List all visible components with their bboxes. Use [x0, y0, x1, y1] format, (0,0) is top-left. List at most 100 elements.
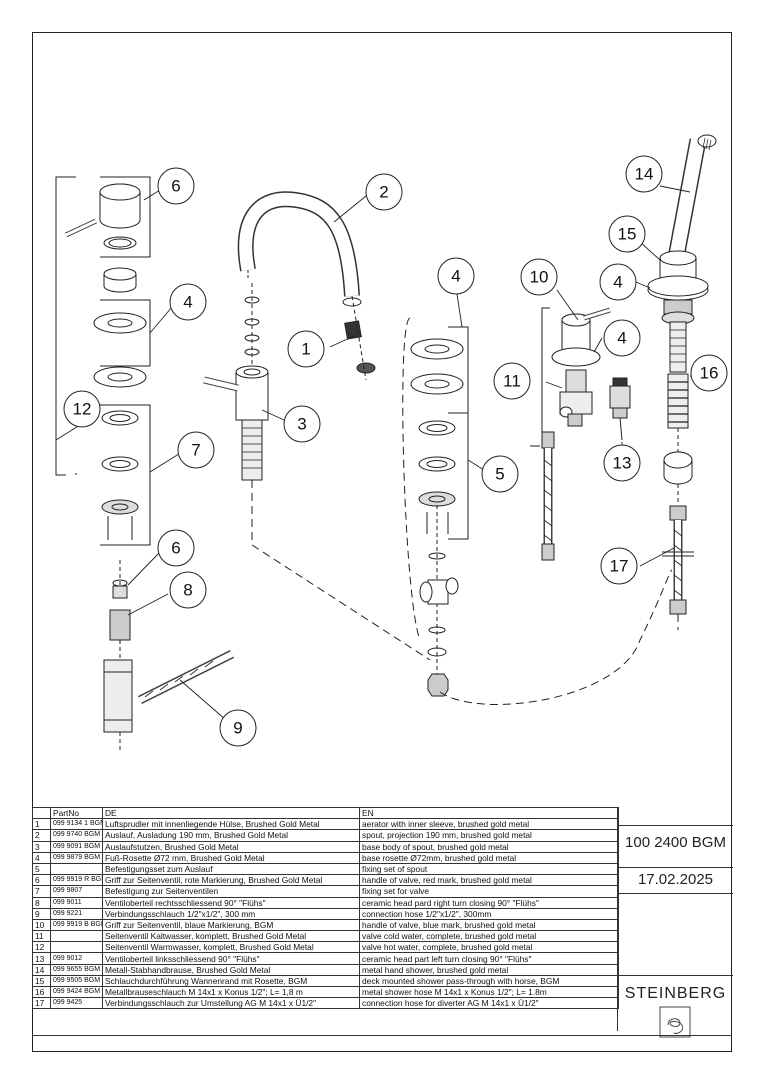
- row-en: fixing set for valve: [359, 885, 619, 898]
- row-index: 16: [32, 985, 51, 999]
- row-en: handle of valve, red mark, brushed gold …: [359, 874, 619, 887]
- row-partno: 099 9091 BGM: [50, 840, 103, 853]
- leader-lines: [55, 185, 703, 721]
- row-partno: 099 9655 BGM: [50, 963, 103, 976]
- row-index: 4: [32, 851, 51, 864]
- callout-8: 8: [183, 581, 192, 600]
- row-index: 1: [32, 818, 51, 831]
- row-partno: 099 9425: [50, 997, 103, 1010]
- row-index: 14: [32, 963, 51, 976]
- row-en: valve cold water, complete, brushed gold…: [359, 930, 619, 943]
- row-de: Fuß-Rosette Ø72 mm, Brushed Gold Metal: [102, 851, 360, 864]
- row-index: 9: [32, 907, 51, 920]
- callout-5: 5: [495, 465, 504, 484]
- callout-6-left: 6: [171, 177, 180, 196]
- callout-16: 16: [700, 364, 719, 383]
- callout-6-lower: 6: [171, 539, 180, 558]
- row-partno: [50, 941, 103, 954]
- center-base-assembly: [402, 317, 673, 705]
- row-en: base body of spout, brushed gold metal: [359, 840, 619, 853]
- row-de: Griff zur Seitenventil, blaue Markierung…: [102, 918, 360, 932]
- callout-circles: [63, 155, 728, 747]
- row-en: metal shower hose M 14x1 x Konus 1/2"; L…: [359, 985, 619, 999]
- row-de: Seitenventil Warmwasser, komplett, Brush…: [102, 941, 360, 954]
- row-index: 12: [32, 941, 51, 954]
- table-row: 11 Seitenventil Kaltwasser, komplett, Bru…: [32, 930, 619, 943]
- title-block-spacer-cell: [618, 867, 733, 894]
- callout-7: 7: [191, 441, 200, 460]
- spout-assembly: [203, 191, 431, 661]
- row-index: 7: [32, 885, 51, 898]
- callout-1: 1: [301, 340, 310, 359]
- header-partno: PartNo: [50, 806, 103, 820]
- callout-4-center: 4: [451, 267, 460, 286]
- row-en: fixing set of spout: [359, 862, 619, 876]
- callout-10: 10: [530, 268, 549, 287]
- title-block-top-cell: [618, 807, 733, 826]
- row-de: Schlauchdurchführung Wannenrand mit Rose…: [102, 974, 360, 988]
- row-de: Befestigung zur Seitenventilen: [102, 885, 360, 898]
- row-partno: 099 9505 BGM: [50, 974, 103, 988]
- row-index: 11: [32, 930, 51, 943]
- steinberg-logo-icon: [659, 1006, 691, 1038]
- callout-12: 12: [73, 400, 92, 419]
- row-partno: 099 9134 1 BGM: [50, 818, 103, 831]
- row-de: Metallbrauseschlauch M 14x1 x Konus 1/2"…: [102, 985, 360, 999]
- row-partno: 099 9919 B BGM: [50, 918, 103, 932]
- row-index: 8: [32, 896, 51, 909]
- callout-4-left: 4: [183, 293, 192, 312]
- row-en: connection hose 1/2"x1/2", 300mm: [359, 907, 619, 920]
- callout-15: 15: [618, 225, 637, 244]
- row-en: aerator with inner sleeve, brushed gold …: [359, 818, 619, 831]
- row-de: Metall-Stabhandbrause, Brushed Gold Meta…: [102, 963, 360, 976]
- table-header-row: PartNo DE EN: [32, 806, 619, 820]
- row-partno: 099 9740 BGM: [50, 829, 103, 842]
- row-en: ceramic head part left turn closing 90° …: [359, 952, 619, 965]
- row-de: Verbindungsschlauch zur Umstellung AG M …: [102, 997, 360, 1010]
- row-en: connection hose for diverter AG M 14x1 x…: [359, 997, 619, 1010]
- row-de: Griff zur Seitenventil, rote Markierung,…: [102, 874, 360, 887]
- callout-11: 11: [503, 372, 521, 391]
- row-en: deck mounted shower pass-through with ho…: [359, 974, 619, 988]
- header-de: DE: [102, 806, 360, 820]
- row-de: Verbindungsschlauch 1/2"x1/2", 300 mm: [102, 907, 360, 920]
- row-de: Seitenventil Kaltwasser, komplett, Brush…: [102, 930, 360, 943]
- row-de: Befestigungsset zum Auslauf: [102, 862, 360, 876]
- right-valve-assembly: [530, 307, 631, 561]
- drawing-frame: [32, 32, 732, 1052]
- document-date: 17.02.2025: [637, 871, 714, 888]
- title-block-article-cell: [618, 825, 733, 868]
- title-block: 100 2400 BGM 17.02.2025 STEINBERG: [617, 807, 733, 1038]
- article-number: 100 2400 BGM: [625, 834, 726, 851]
- row-index: 13: [32, 952, 51, 965]
- row-en: metal hand shower, brushed gold metal: [359, 963, 619, 976]
- callout-3: 3: [297, 415, 306, 434]
- row-partno: [50, 862, 103, 876]
- bottom-strip: [32, 1035, 732, 1052]
- hand-shower-assembly: [647, 134, 717, 630]
- row-partno: 099 9919 R BGM: [50, 874, 103, 887]
- row-partno: 099 9879 BGM: [50, 851, 103, 864]
- row-index: 6: [32, 874, 51, 887]
- header-en: EN: [359, 806, 619, 820]
- callout-13: 13: [613, 454, 632, 473]
- brand-name: STEINBERG: [624, 985, 727, 1002]
- row-de: Luftsprudler mit innenliegende Hülse, Br…: [102, 818, 360, 831]
- callout-9: 9: [233, 719, 242, 738]
- callout-labels: 6 2 1 3 4 7 6 8 9 12 4 5 10 11 4 13 14 1…: [73, 165, 719, 738]
- callout-14: 14: [635, 165, 654, 184]
